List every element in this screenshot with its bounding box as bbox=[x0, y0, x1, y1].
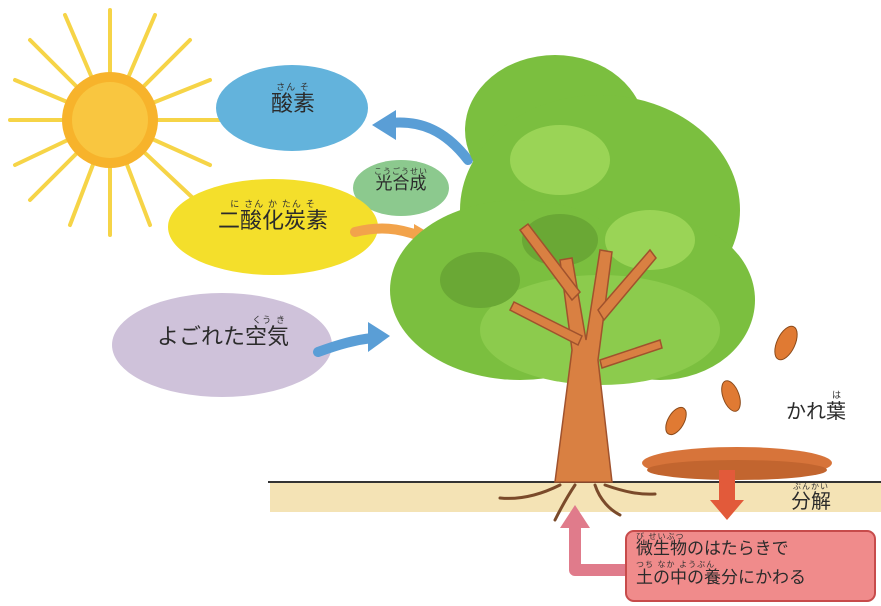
oxygen-bubble bbox=[216, 65, 368, 151]
microbe-box bbox=[625, 530, 876, 602]
dead-leaves-label: は かれ葉 bbox=[776, 391, 856, 424]
photosynthesis-text: 光合成 bbox=[375, 174, 427, 195]
photosynthesis-label: こうごうせい 光合成 bbox=[359, 167, 443, 195]
microbe-line2-ruby: つち なか ようぶん bbox=[636, 560, 716, 570]
oxygen-text: 酸素 bbox=[270, 92, 315, 118]
decomposition-arrow bbox=[710, 470, 744, 520]
co2-label: に さん か たん そ 二酸化炭素 bbox=[190, 200, 356, 235]
tree-trunk bbox=[508, 222, 663, 483]
oxygen-label: さん そ 酸素 bbox=[255, 83, 331, 118]
microbe-label: び せいぶつ 微生物のはたらきで つち なか ようぶん 土の中の養分にかわる bbox=[636, 532, 868, 588]
dirty-air-ruby: くう き bbox=[252, 316, 286, 326]
decomposition-label: ぶんかい 分解 bbox=[781, 482, 841, 514]
falling-leaves bbox=[665, 325, 798, 436]
dead-leaves-text: かれ葉 bbox=[786, 399, 846, 424]
photosynthesis-bubble bbox=[353, 160, 449, 216]
microbe-line1-ruby: び せいぶつ bbox=[636, 532, 685, 541]
leaf-pile bbox=[642, 447, 832, 480]
oxygen-arrow bbox=[372, 110, 473, 165]
decomposition-text: 分解 bbox=[791, 489, 831, 514]
co2-text: 二酸化炭素 bbox=[217, 209, 328, 235]
dirty-air-text: よごれた空気 bbox=[156, 325, 289, 351]
nutrient-arrow bbox=[560, 505, 625, 576]
sun-illustration bbox=[8, 8, 222, 237]
photosynthesis-ruby: こうごうせい bbox=[374, 167, 428, 176]
co2-bubble bbox=[168, 179, 378, 275]
dead-leaves-ruby: は bbox=[831, 391, 842, 401]
dirty-air-arrow bbox=[313, 322, 390, 357]
tree-roots bbox=[498, 483, 657, 522]
microbe-line1: 微生物のはたらきで bbox=[636, 539, 789, 560]
dirty-air-bubble bbox=[112, 293, 332, 397]
microbe-line2: 土の中の養分にかわる bbox=[636, 567, 806, 588]
decomposition-ruby: ぶんかい bbox=[793, 482, 829, 491]
co2-ruby: に さん か たん そ bbox=[230, 200, 316, 210]
dirty-air-label: くう き よごれた空気 bbox=[120, 316, 326, 351]
oxygen-ruby: さん そ bbox=[276, 83, 310, 93]
